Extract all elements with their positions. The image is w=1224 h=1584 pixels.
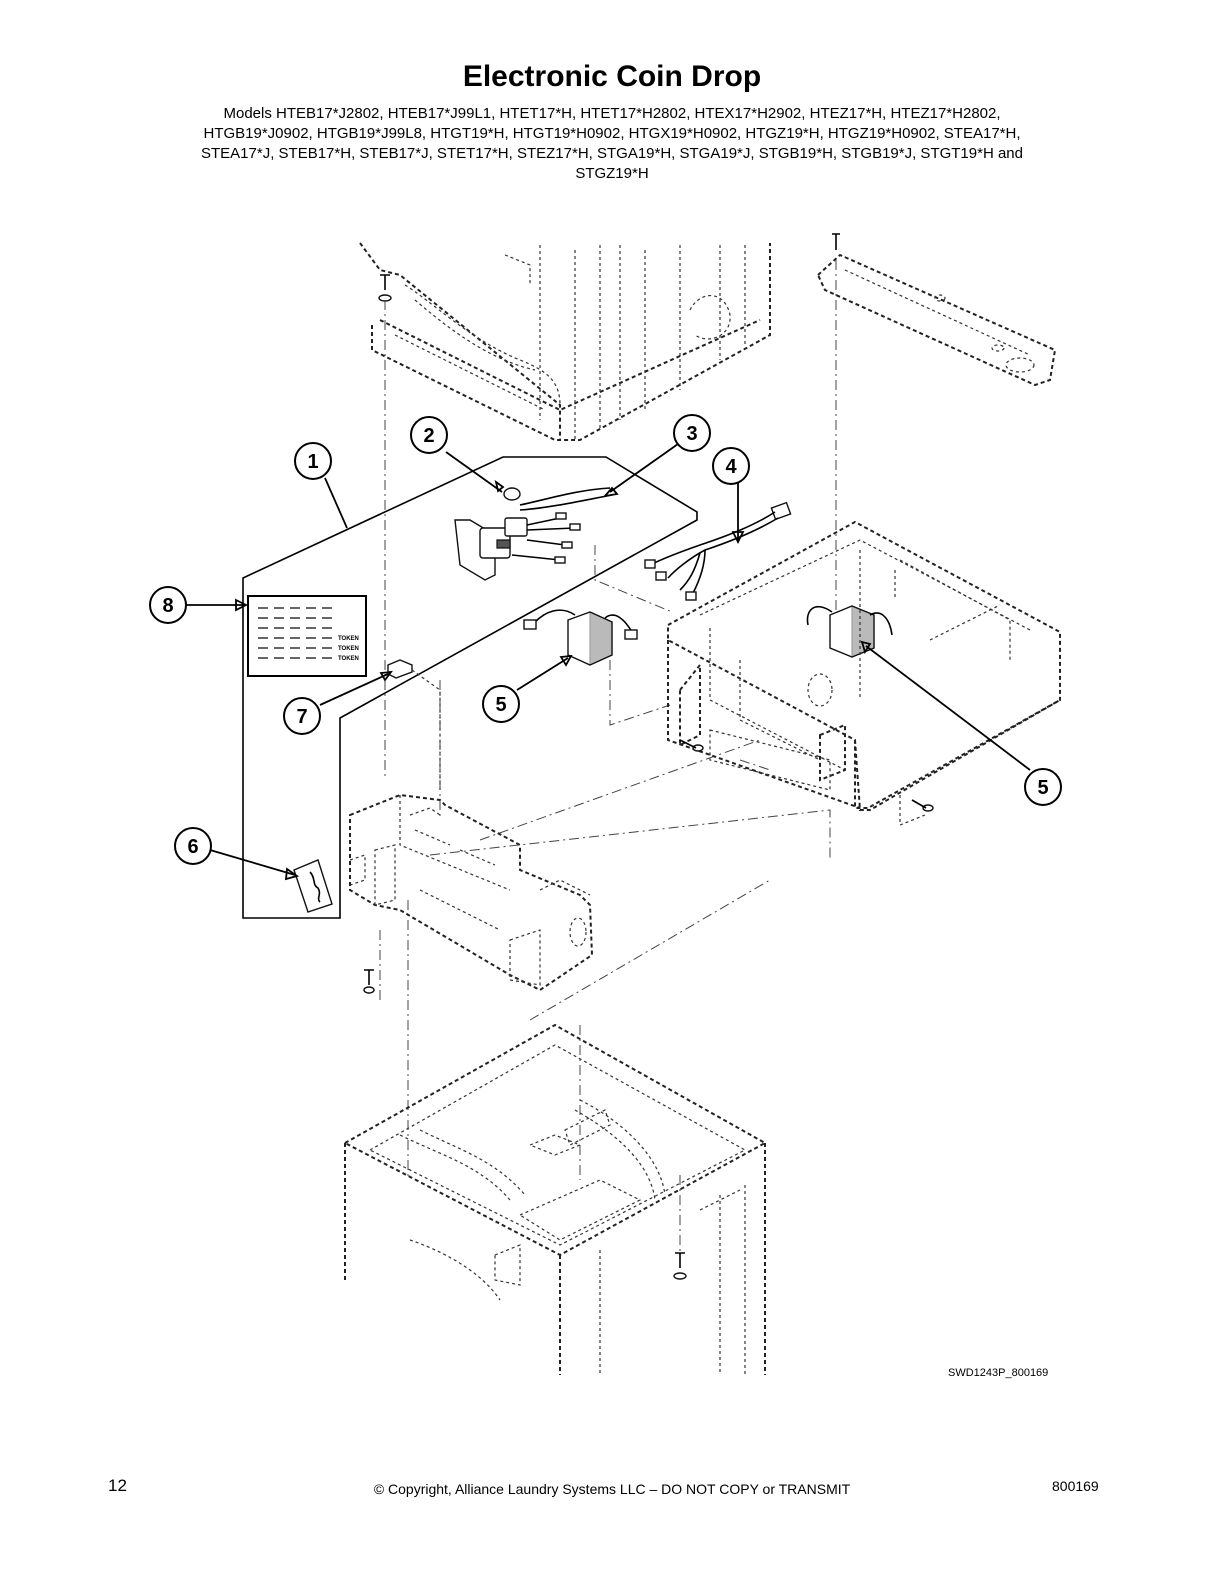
callout-8-label: 8 <box>162 595 173 617</box>
upper-cabinet-outline <box>359 242 771 441</box>
screw <box>899 795 934 826</box>
callout-1: 1 <box>294 442 332 480</box>
callout-6-label: 6 <box>187 836 198 858</box>
top-bracket-outline <box>816 233 1057 387</box>
lower-cabinet-outline <box>342 1023 768 1375</box>
callout-3: 3 <box>673 414 711 452</box>
callout-1-label: 1 <box>307 451 318 473</box>
wire-harness <box>644 501 792 601</box>
callout-8: 8 <box>149 586 187 624</box>
callout-7-label: 7 <box>296 706 307 728</box>
models-line: STEA17*J, STEB17*H, STEB17*J, STET17*H, … <box>201 145 1023 162</box>
token-decal: TOKEN TOKEN TOKEN <box>247 595 367 677</box>
callout-3-label: 3 <box>686 423 697 445</box>
models-line: HTGB19*J0902, HTGB19*J99L8, HTGT19*H, HT… <box>203 125 1021 142</box>
coin-drop-module <box>454 487 613 581</box>
screw <box>673 1252 687 1280</box>
callout-5-left: 5 <box>482 685 520 723</box>
callout-4-label: 4 <box>725 456 737 478</box>
copyright-notice: © Copyright, Alliance Laundry Systems LL… <box>373 1481 851 1497</box>
callout-6: 6 <box>174 827 212 865</box>
screw <box>679 739 704 752</box>
callout-2: 2 <box>410 416 448 454</box>
models-line: STGZ19*H <box>575 165 649 182</box>
callout-5-label: 5 <box>1037 777 1048 799</box>
decal-token-label: TOKEN <box>338 636 359 642</box>
callout-5-right: 5 <box>1024 768 1062 806</box>
models-list: Models HTEB17*J2802, HTEB17*J99L1, HTET1… <box>110 104 1114 184</box>
pedestal-box-outline <box>667 520 1061 811</box>
alignment-lines <box>379 260 837 1255</box>
page-number: 12 <box>108 1476 127 1495</box>
callout-4: 4 <box>712 447 750 485</box>
callout-5-label: 5 <box>495 694 506 716</box>
decal-token-label: TOKEN <box>338 656 359 662</box>
console-bracket-outline <box>349 793 594 992</box>
item-1-outline <box>242 456 698 919</box>
screw <box>378 274 392 302</box>
coin-slot-plate <box>293 859 333 913</box>
document-number: 800169 <box>1052 1478 1099 1494</box>
transformer-right <box>806 605 893 658</box>
models-line: Models HTEB17*J2802, HTEB17*J99L1, HTET1… <box>223 105 1001 122</box>
screw <box>363 969 375 994</box>
callout-2-label: 2 <box>423 425 434 447</box>
transformer-left <box>523 609 638 666</box>
leader-lines <box>184 443 1031 881</box>
decal-token-label: TOKEN <box>338 646 359 652</box>
page-title: Electronic Coin Drop <box>462 60 762 93</box>
clip-part <box>387 659 441 790</box>
callout-7: 7 <box>283 697 321 735</box>
drawing-id: SWD1243P_800169 <box>948 1367 1049 1379</box>
